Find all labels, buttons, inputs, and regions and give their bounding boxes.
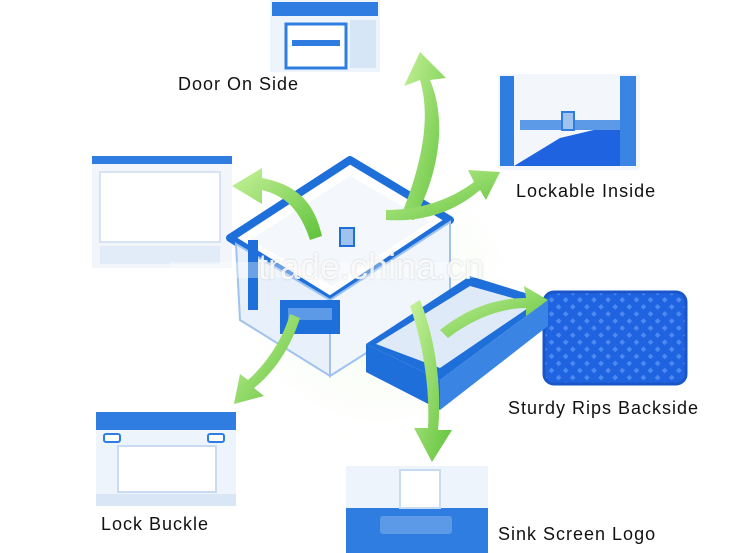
feature-arrows <box>232 52 548 462</box>
arrow-to-lock-buckle <box>234 314 300 404</box>
central-folding-crate <box>226 156 548 410</box>
lock-buckle-thumbnail <box>96 412 236 506</box>
arrow-to-door-on-side <box>400 52 446 220</box>
label-sink-screen-logo: Sink Screen Logo <box>498 524 657 544</box>
label-lockable-inside: Lockable Inside <box>516 181 657 201</box>
side-panel-thumbnail <box>92 156 232 268</box>
label-sturdy-rips-backside: Sturdy Rips Backside <box>508 398 700 418</box>
arrow-to-side-panel <box>232 168 322 240</box>
sink-screen-logo-thumbnail <box>346 466 488 553</box>
label-lock-buckle: Lock Buckle <box>101 514 210 534</box>
arrow-to-lockable-inside <box>386 170 500 221</box>
arrow-to-sturdy-rips <box>440 286 548 338</box>
watermark-band <box>170 262 550 278</box>
arrow-to-sink-screen-logo <box>410 300 452 462</box>
watermark-text: trade.china.cn <box>258 246 485 287</box>
label-door-on-side: Door On Side <box>178 74 300 94</box>
sturdy-rips-backside-thumbnail <box>542 290 688 386</box>
door-on-side-thumbnail <box>270 0 380 72</box>
lockable-inside-thumbnail <box>498 74 640 170</box>
